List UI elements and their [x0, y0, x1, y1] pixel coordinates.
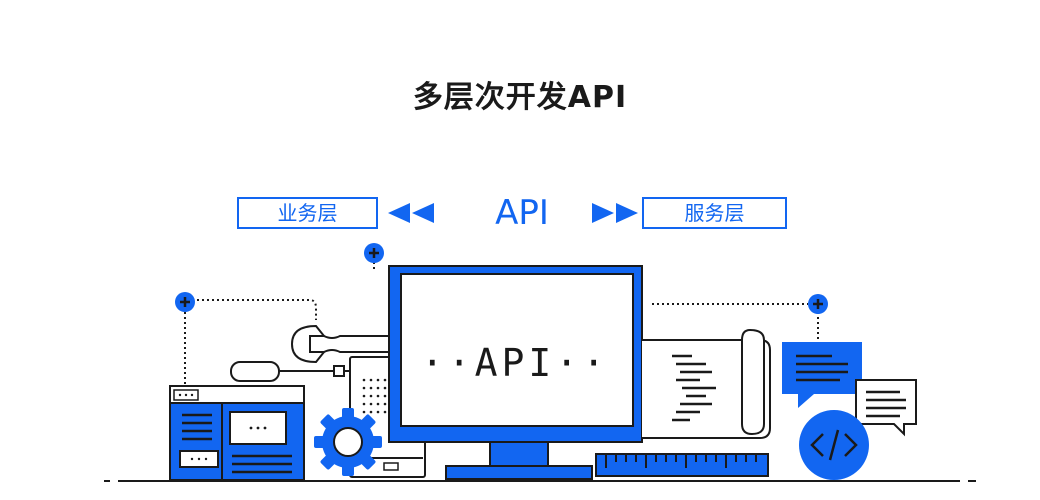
- gear-icon: [314, 408, 382, 476]
- monitor-icon: [388, 265, 643, 480]
- service-layer-label: 服务层: [642, 197, 787, 229]
- dotted-connectors: [184, 262, 819, 385]
- code-icon: [799, 410, 869, 480]
- business-layer-label: 业务层: [237, 197, 378, 229]
- chat-icon: [855, 379, 917, 437]
- right-arrow-icon: [592, 203, 638, 223]
- blueprint-icon: [642, 328, 771, 439]
- browser-window-icon: [169, 385, 305, 481]
- page-title: 多层次开发API: [412, 80, 628, 115]
- ruler-icon: [595, 453, 769, 477]
- plus-icon: [808, 294, 828, 314]
- left-arrow-icon: [388, 203, 434, 223]
- chat-icon: [782, 342, 862, 408]
- plus-icon: [364, 243, 384, 263]
- plug-icon: [230, 361, 352, 382]
- api-label: API: [495, 193, 549, 233]
- screen-api-text: ··API··: [420, 341, 610, 385]
- plus-icon: [175, 292, 195, 312]
